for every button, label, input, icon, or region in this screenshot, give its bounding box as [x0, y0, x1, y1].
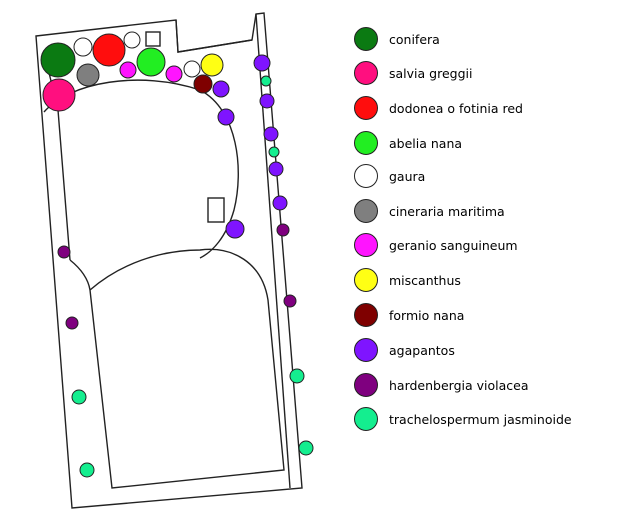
garden-boundary: [35, 12, 303, 509]
garden-plan: [35, 12, 314, 509]
legend-label-conifera: conifera: [389, 31, 440, 47]
plant-trachelospermum-25: [298, 440, 314, 456]
legend-item-abelia: abelia nana: [354, 130, 462, 156]
swatch-geranio: [354, 233, 378, 257]
swatch-gaura: [354, 164, 378, 188]
plant-formio-11: [193, 74, 213, 94]
top-square: [145, 31, 161, 47]
plant-agapantos-17: [259, 93, 275, 109]
plant-agapantos-21: [272, 195, 288, 211]
plant-agapantos-18: [263, 126, 279, 142]
legend-item-dodonea: dodonea o fotinia red: [354, 95, 523, 121]
plant-agapantos-14: [225, 219, 245, 239]
plant-gaura-5: [123, 31, 141, 49]
plant-geranio-6: [119, 61, 137, 79]
legend-item-hardenbergia: hardenbergia violacea: [354, 372, 529, 398]
swatch-miscanthus: [354, 268, 378, 292]
swatch-dodonea: [354, 96, 378, 120]
plant-trachelospermum-28: [71, 389, 87, 405]
plant-agapantos-20: [268, 161, 284, 177]
plant-trachelospermum-19: [268, 146, 280, 158]
legend-label-trachelospermum: trachelospermum jasminoide: [389, 411, 572, 427]
legend-label-geranio: geranio sanguineum: [389, 237, 518, 253]
plant-geranio-8: [165, 65, 183, 83]
plant-miscanthus-10: [200, 53, 224, 77]
legend-item-gaura: gaura: [354, 163, 425, 189]
legend-label-abelia: abelia nana: [389, 135, 463, 151]
top-notch: [175, 19, 253, 53]
plant-dodonea-4: [92, 33, 126, 67]
plant-trachelospermum-24: [289, 368, 305, 384]
plant-hardenbergia-27: [65, 316, 79, 330]
plant-trachelospermum-16: [260, 75, 272, 87]
swatch-conifera: [354, 27, 378, 51]
garden-feature-rect: [207, 197, 225, 223]
swatch-trachelospermum: [354, 407, 378, 431]
plant-gaura-2: [73, 37, 93, 57]
plant-conifera-0: [40, 42, 76, 78]
plant-agapantos-15: [253, 54, 271, 72]
plant-agapantos-12: [212, 80, 230, 98]
plant-hardenbergia-22: [276, 223, 290, 237]
side-path-line: [255, 13, 291, 489]
legend-item-conifera: conifera: [354, 26, 440, 52]
swatch-salvia: [354, 61, 378, 85]
legend-item-trachelospermum: trachelospermum jasminoide: [354, 406, 572, 432]
swatch-hardenbergia: [354, 373, 378, 397]
lower-lawn: [69, 248, 285, 489]
plant-hardenbergia-23: [283, 294, 297, 308]
plant-abelia-7: [136, 47, 166, 77]
swatch-cineraria: [354, 199, 378, 223]
plant-salvia-1: [42, 78, 76, 112]
legend-item-formio: formio nana: [354, 302, 464, 328]
legend-label-gaura: gaura: [389, 168, 426, 184]
legend-item-agapantos: agapantos: [354, 337, 455, 363]
legend-label-miscanthus: miscanthus: [389, 272, 461, 288]
legend-item-miscanthus: miscanthus: [354, 267, 461, 293]
plant-trachelospermum-29: [79, 462, 95, 478]
swatch-formio: [354, 303, 378, 327]
legend-item-cineraria: cineraria maritima: [354, 198, 505, 224]
round-lawn: [43, 79, 239, 259]
swatch-abelia: [354, 131, 378, 155]
swatch-agapantos: [354, 338, 378, 362]
legend-item-salvia: salvia greggii: [354, 60, 472, 86]
plant-cineraria-3: [76, 63, 100, 87]
legend-label-agapantos: agapantos: [389, 342, 455, 358]
plant-markers: [40, 31, 314, 478]
plant-gaura-9: [183, 60, 201, 78]
legend-label-hardenbergia: hardenbergia violacea: [389, 377, 529, 393]
legend-label-salvia: salvia greggii: [389, 65, 473, 81]
legend-item-geranio: geranio sanguineum: [354, 232, 518, 258]
plant-hardenbergia-26: [57, 245, 71, 259]
legend-label-dodonea: dodonea o fotinia red: [389, 100, 523, 116]
legend-label-cineraria: cineraria maritima: [389, 203, 505, 219]
legend-label-formio: formio nana: [389, 307, 465, 323]
plant-agapantos-13: [217, 108, 235, 126]
